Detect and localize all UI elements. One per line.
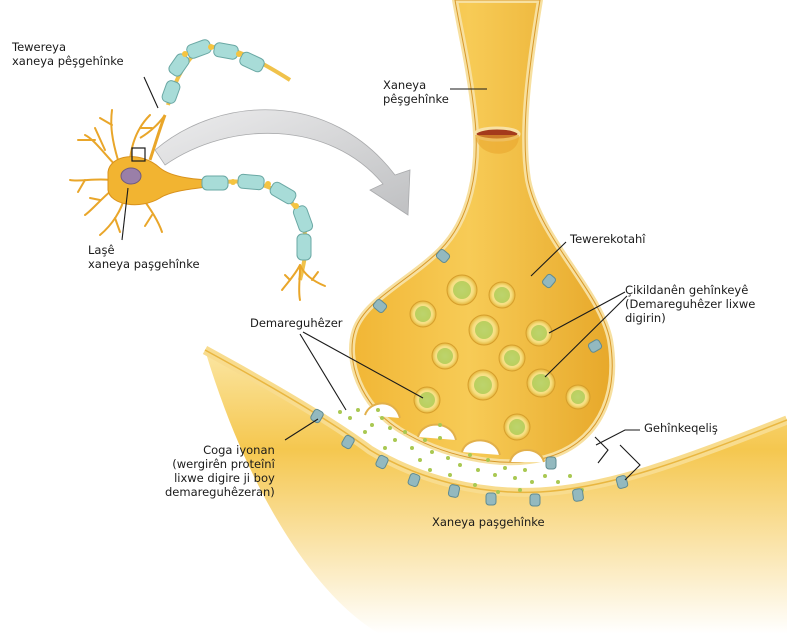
vesicle	[488, 281, 516, 309]
label-cell-body: Laşê xaneya paşgehînke	[88, 243, 200, 271]
zoom-arrow	[154, 109, 411, 216]
lower-axon	[201, 173, 326, 301]
synaptic-vesicles	[409, 274, 591, 441]
vesicle	[565, 384, 591, 410]
leader-lines	[121, 76, 641, 481]
label-postsynaptic-neuron: Xaneya paşgehînke	[432, 515, 545, 529]
vesicle	[503, 413, 531, 441]
vesicle	[467, 369, 499, 401]
label-synaptic-cleft: Gehînkeqeliş	[644, 421, 718, 435]
label-presynaptic-neuron: Xaneya pêşgehînke	[383, 78, 449, 106]
label-axon-terminal: Tewerekotahî	[570, 232, 646, 246]
vesicle	[526, 368, 556, 398]
presynaptic-terminal	[349, 0, 616, 466]
vesicle	[431, 342, 459, 370]
neurotransmitter-molecules	[338, 408, 584, 494]
label-neurotransmitter: Demareguhêzer	[250, 316, 343, 330]
vesicle	[525, 319, 553, 347]
label-ion-channel: Coga iyonan (wergirên proteînî lixwe dig…	[165, 443, 275, 499]
label-presynaptic-terminal: Tewereya xaneya pêşgehînke	[12, 40, 124, 68]
receptors	[310, 249, 629, 507]
vesicle	[413, 386, 441, 414]
exocytosis-pockets	[364, 402, 545, 463]
vesicle	[498, 344, 526, 372]
vesicle	[446, 274, 478, 306]
vesicle	[409, 300, 437, 328]
neuron-illustration	[69, 39, 326, 301]
zoom-box	[131, 147, 146, 162]
upper-axon	[161, 39, 292, 106]
vesicle	[468, 314, 500, 346]
label-vesicles: Çikildanên gehînkeyê (Demareguhêzer lixw…	[625, 283, 756, 325]
